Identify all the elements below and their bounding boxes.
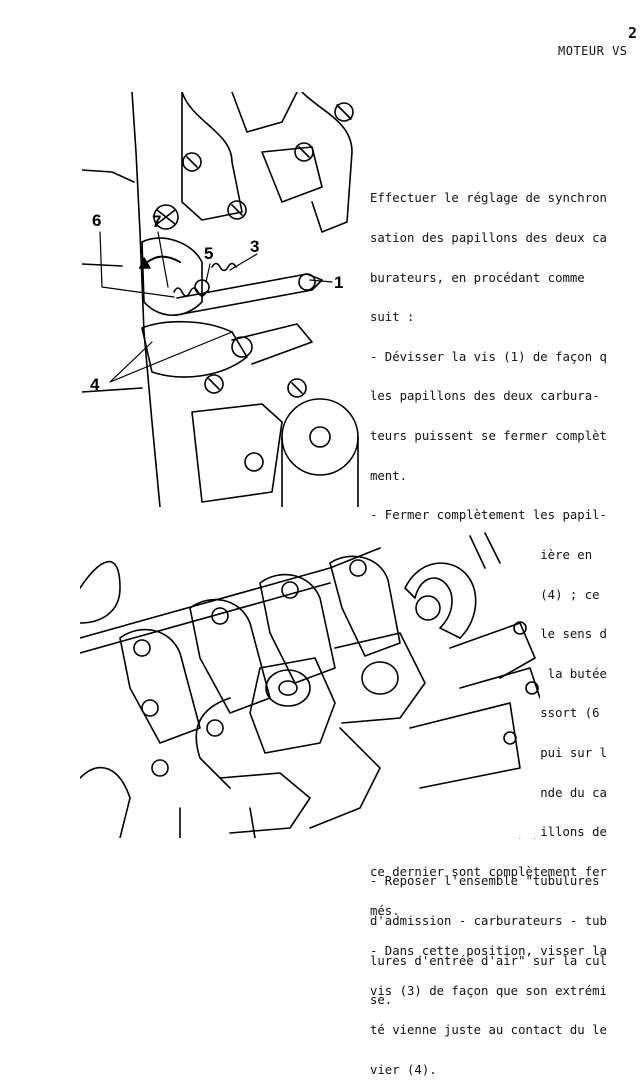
callout-3: 3 xyxy=(250,237,259,256)
linkage-detail-figure: 6 7 5 3 1 4 xyxy=(82,92,360,507)
callout-5: 5 xyxy=(204,244,213,263)
text-line: ce dernier sont complètement fer xyxy=(370,864,607,879)
page-number: 2 xyxy=(628,24,638,42)
text-line: se. xyxy=(370,993,393,1008)
callout-7: 7 xyxy=(152,212,161,231)
text-line: té vienne juste au contact du le xyxy=(370,1023,607,1038)
frame-edge xyxy=(131,92,161,507)
upper-casting xyxy=(181,92,243,221)
text-line: suit : xyxy=(370,310,415,325)
text-line: teurs puissent se fermer complèt xyxy=(370,429,607,444)
text-line: les papillons des deux carbura- xyxy=(370,389,600,404)
text-line: vier (4). xyxy=(370,1062,437,1077)
callout-4: 4 xyxy=(90,375,100,394)
callout-1: 1 xyxy=(334,273,343,292)
text-line: - Dans cette position, visser la xyxy=(370,943,607,958)
callout-6: 6 xyxy=(92,211,101,230)
intake-runner-2 xyxy=(189,598,271,714)
intake-runner-4 xyxy=(329,555,401,657)
text-line: Effectuer le réglage de synchron xyxy=(370,191,607,206)
spring-6 xyxy=(173,287,207,297)
text-line: ment. xyxy=(370,468,408,483)
text-line: lures d'entrée d'air" sur la cul xyxy=(370,953,607,968)
cylinder-head-cover xyxy=(80,560,121,624)
text-line: d'admission - carburateurs - tub xyxy=(370,914,607,929)
carburettor-dome xyxy=(265,669,311,707)
reassembly-text: - Reposer l'ensemble "tubulures d'admiss… xyxy=(370,849,607,1021)
text-line: - Fermer complètement les papil- xyxy=(370,508,607,523)
carburettor-assembly-figure xyxy=(80,528,540,838)
spring-3 xyxy=(211,262,237,272)
text-line: burateurs, en procédant comme xyxy=(370,270,585,285)
round-cap xyxy=(281,398,359,476)
text-line: - Dévisser la vis (1) de façon q xyxy=(370,349,607,364)
air-intake-tube xyxy=(404,562,477,639)
text-line: sation des papillons des deux ca xyxy=(370,231,607,246)
linkage-rod xyxy=(176,273,323,315)
text-line: - Reposer l'ensemble "tubulures xyxy=(370,874,600,889)
text-line: més. xyxy=(370,904,400,919)
running-head: MOTEUR VS xyxy=(558,44,628,58)
intake-runner-1 xyxy=(119,628,201,744)
lever-4 xyxy=(141,237,203,316)
text-line: vis (3) de façon que son extrémi xyxy=(370,983,607,998)
